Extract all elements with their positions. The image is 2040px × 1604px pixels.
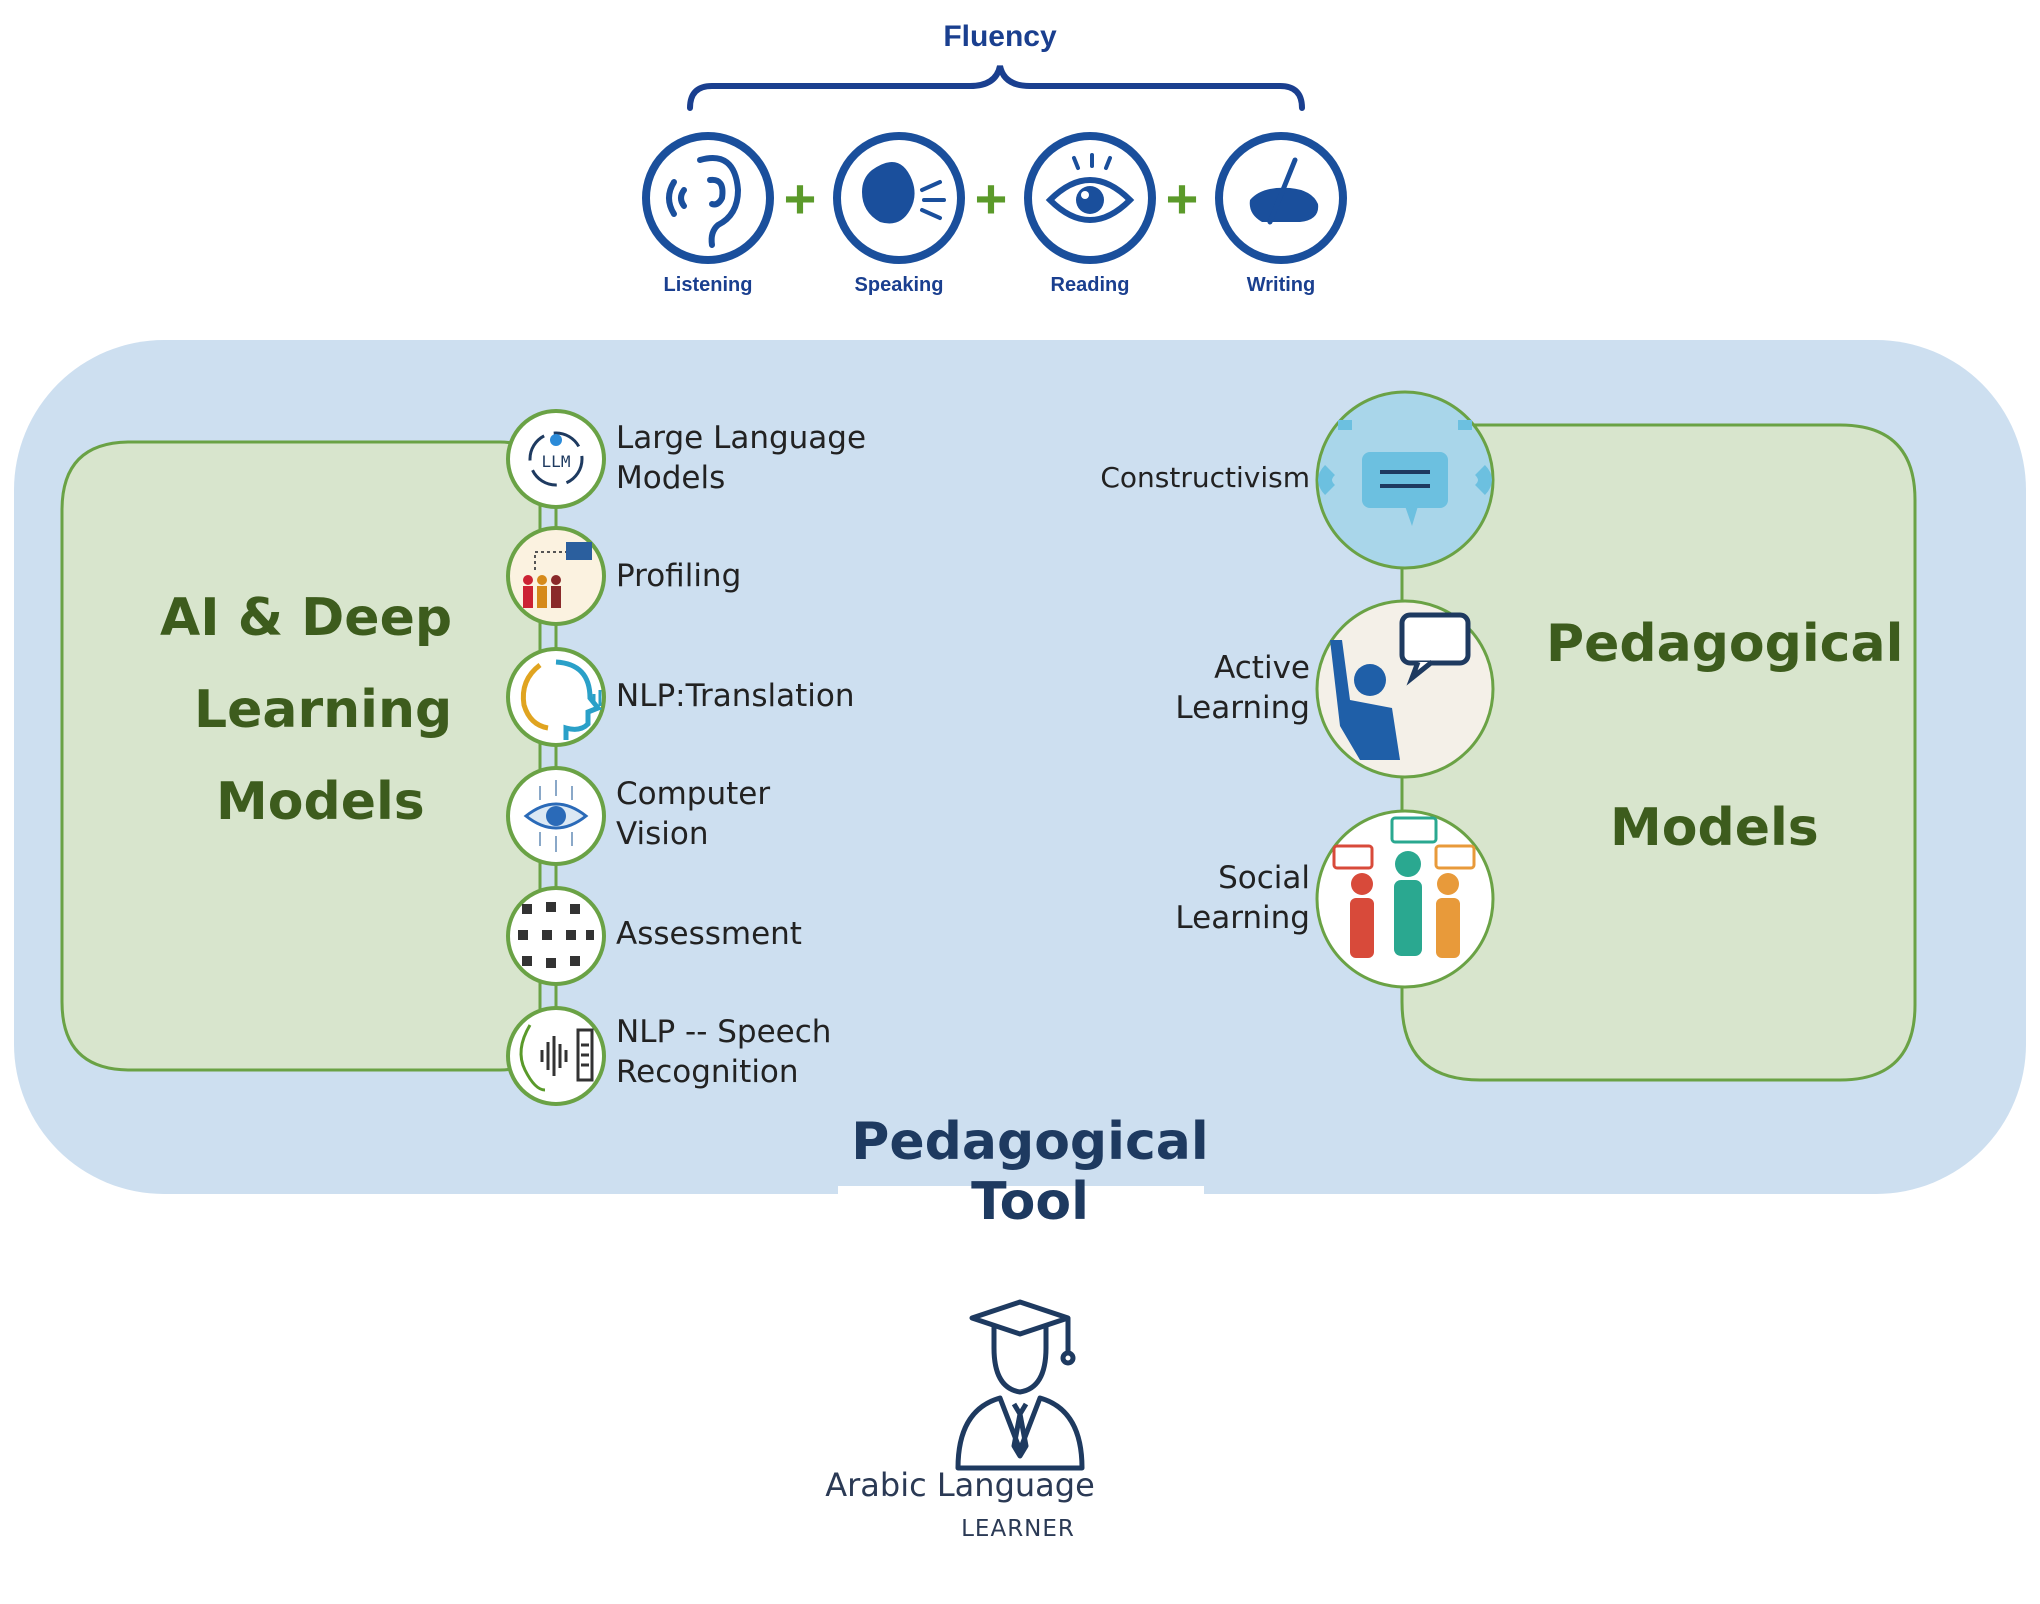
fluency-title: Fluency xyxy=(943,20,1057,53)
writing-hand-icon xyxy=(1249,157,1319,225)
speech-waveform-icon xyxy=(519,1024,594,1092)
ear-icon xyxy=(666,155,742,248)
pedagogical-models-title-line1: Pedagogical xyxy=(1546,614,1904,674)
computer-vision-circle xyxy=(506,766,606,866)
item-label-assessment: Assessment xyxy=(616,916,802,952)
writing-circle xyxy=(1215,132,1347,264)
graduate-student-icon xyxy=(955,1299,1085,1471)
chat-bubble-icon xyxy=(1318,420,1492,526)
pedagogical-models-title-line2: Models xyxy=(1610,798,1819,858)
translation-head-icon xyxy=(520,659,603,740)
ai-models-title-line1: AI & Deep xyxy=(160,588,453,648)
fluency-brace xyxy=(687,65,1305,111)
translation-circle xyxy=(506,647,606,747)
profiling-circle xyxy=(506,526,606,626)
plus-sign: + xyxy=(974,167,1008,230)
skill-label-reading: Reading xyxy=(1050,274,1130,296)
svg-text:LLM: LLM xyxy=(542,452,571,471)
llm-icon: LLM xyxy=(528,431,584,487)
assessment-icons-grid-icon xyxy=(518,902,594,968)
reading-circle xyxy=(1024,132,1156,264)
speaking-head-icon xyxy=(862,162,946,224)
item-label-translation: NLP:Translation xyxy=(616,678,855,714)
social-learning-circle xyxy=(1315,809,1495,989)
learner-label: Arabic Language xyxy=(825,1466,1095,1504)
plus-sign: + xyxy=(1165,167,1199,230)
group-people-icon xyxy=(1332,816,1476,958)
computer-vision-eye-icon xyxy=(523,780,589,852)
learner-sublabel: LEARNER xyxy=(961,1516,1075,1542)
speech-recognition-circle xyxy=(506,1006,606,1106)
active-learning-circle xyxy=(1315,599,1495,779)
item-label-profiling: Profiling xyxy=(616,558,742,594)
listening-circle xyxy=(642,132,774,264)
profiling-icon xyxy=(523,542,592,608)
ai-models-title-line2: Learning xyxy=(194,680,453,740)
pedagogical-tool-title: Pedagogical Tool xyxy=(851,1112,1209,1232)
item-label-constructivism: Constructivism xyxy=(1100,461,1310,494)
raised-hand-student-icon xyxy=(1330,612,1471,760)
ai-models-panel xyxy=(60,440,542,1072)
skill-label-speaking: Speaking xyxy=(854,274,944,296)
ai-models-title-line3: Models xyxy=(216,772,425,832)
llm-circle: LLM xyxy=(506,409,606,509)
skill-label-listening: Listening xyxy=(663,274,753,296)
speaking-circle xyxy=(833,132,965,264)
assessment-circle xyxy=(506,886,606,986)
eye-icon xyxy=(1045,153,1135,223)
plus-sign: + xyxy=(783,167,817,230)
constructivism-circle xyxy=(1315,390,1495,570)
skill-label-writing: Writing xyxy=(1246,274,1316,296)
